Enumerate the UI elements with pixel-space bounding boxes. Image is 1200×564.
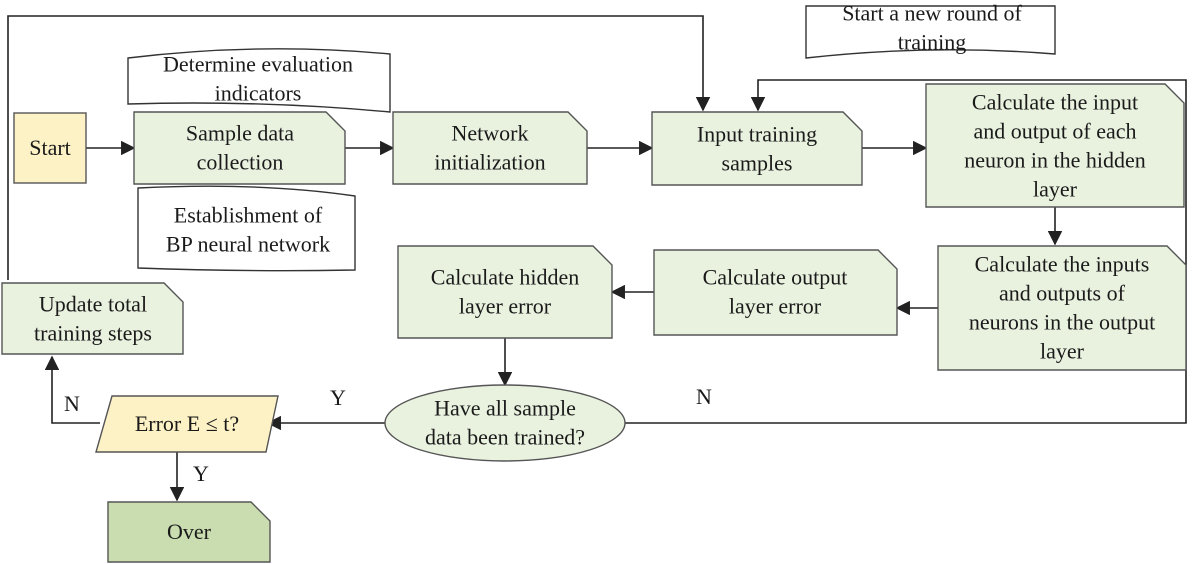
text-line: layer error (729, 294, 822, 319)
edge-labels: Y N N Y (64, 384, 712, 486)
text-line: Calculate hidden (431, 265, 579, 290)
edge-label-y-error: Y (193, 461, 209, 486)
annotation-evaluation: Determine evaluation indicators (163, 52, 353, 106)
text-line: layer (1033, 177, 1078, 202)
node-sample-collection-shape (133, 111, 346, 185)
node-output-calc-text: Calculate the inputs and outputs of neuron… (969, 252, 1155, 364)
node-update-steps-shape (1, 282, 184, 355)
edge-error-n-to-update (44, 355, 100, 424)
annotation-evaluation-shape (127, 48, 391, 113)
edge-update-to-input (7, 15, 711, 280)
text-line: Network (452, 121, 529, 146)
text-line: and output of each (973, 119, 1136, 144)
text-line: Calculate the input (972, 90, 1138, 115)
node-hidden-calc-text: Calculate the input and output of each neu… (964, 90, 1145, 202)
node-hidden-calc-shape (925, 83, 1185, 208)
node-update-steps-text: Update total training steps (34, 292, 152, 346)
node-output-error-shape (653, 249, 898, 336)
annotation-establish-shape (137, 185, 356, 272)
annotation-new-round: Start a new round of training (842, 1, 1022, 55)
text-line: Error E ≤ t? (135, 411, 239, 436)
node-hidden-error-text: Calculate hidden layer error (431, 265, 579, 319)
text-line: Calculate the inputs (975, 252, 1150, 277)
node-input-samples-text: Input training samples (697, 122, 817, 176)
node-all-trained-shape (384, 384, 626, 462)
text-line: Input training (697, 122, 817, 147)
text-line: Start a new round of (842, 1, 1022, 26)
node-hidden-error-shape (397, 245, 613, 339)
node-output-error-text: Calculate output layer error (703, 265, 848, 319)
node-over-text: Over (167, 519, 212, 544)
text-line: layer error (459, 294, 552, 319)
node-output-calc-shape (937, 245, 1187, 371)
text-line: Sample data (186, 121, 294, 146)
edge-alltrained-n-loop (625, 79, 1187, 424)
node-start-text: Start (29, 135, 71, 160)
text-line: Have all sample (434, 396, 576, 421)
annotation-establish: Establishment of BP neural network (166, 203, 330, 257)
edge-label-n-error: N (64, 391, 80, 416)
text-line: and outputs of (999, 281, 1126, 306)
text-line: BP neural network (166, 232, 330, 257)
node-input-samples-shape (651, 111, 863, 186)
text-line: collection (197, 150, 284, 175)
text-line: Establishment of (174, 203, 323, 228)
text-line: layer (1040, 339, 1085, 364)
text-line: data been trained? (425, 425, 585, 450)
edges (7, 15, 1187, 502)
nodes: Start Sample data collection Network initi… (1, 83, 1187, 563)
node-network-init-text: Network initialization (434, 121, 545, 175)
node-error-check-text: Error E ≤ t? (135, 411, 239, 436)
text-line: initialization (434, 150, 545, 175)
node-error-check-shape (95, 395, 279, 453)
text-line: Update total (39, 292, 147, 317)
text-line: Start (29, 135, 71, 160)
annotations: Determine evaluation indicators Establish… (127, 1, 1056, 272)
edge-label-n-all-trained: N (696, 384, 712, 409)
text-line: neuron in the hidden (964, 148, 1145, 173)
edge-label-y-all-trained: Y (330, 385, 346, 410)
node-start-shape (13, 112, 87, 184)
text-line: samples (722, 151, 793, 176)
node-all-trained-text: Have all sample data been trained? (425, 396, 585, 450)
node-over-shape (107, 501, 271, 563)
node-sample-collection-text: Sample data collection (186, 121, 294, 175)
text-line: Over (167, 519, 212, 544)
text-line: indicators (215, 81, 302, 106)
text-line: Calculate output (703, 265, 848, 290)
text-line: neurons in the output (969, 310, 1155, 335)
text-line: Determine evaluation (163, 52, 353, 77)
text-line: training steps (34, 321, 152, 346)
annotation-newround-shape (805, 5, 1056, 59)
node-network-init-shape (392, 111, 588, 185)
text-line: training (898, 30, 966, 55)
